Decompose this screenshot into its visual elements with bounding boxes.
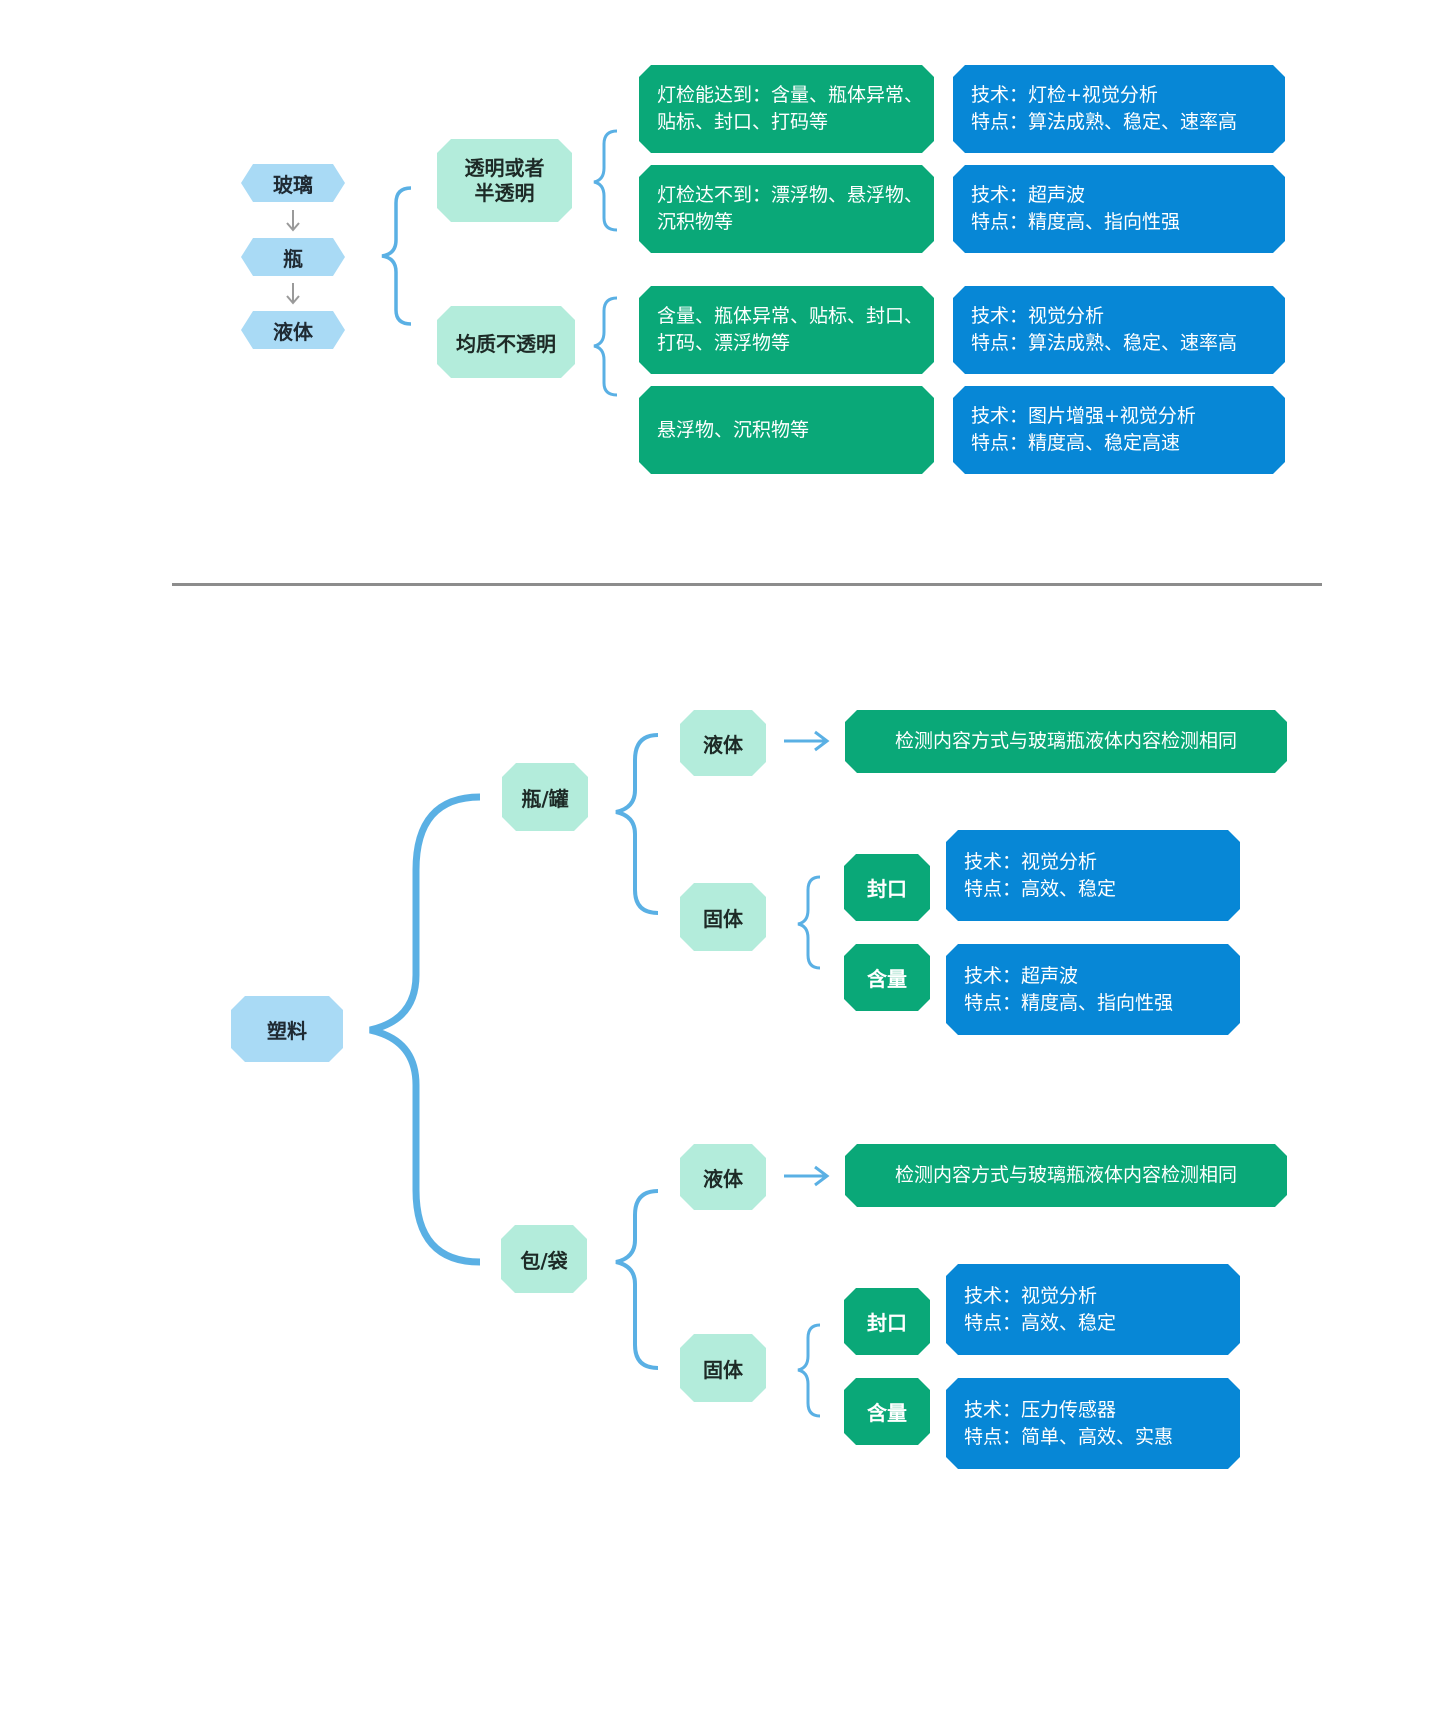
node-bottle-liquid: 液体 — [680, 710, 766, 776]
tech-box-bag-seal: 技术：视觉分析 特点：高效、稳定 — [946, 1264, 1240, 1355]
note-text: 检测内容方式与玻璃瓶液体内容检测相同 — [894, 730, 1237, 752]
tech-box-transparent-2: 技术：超声波 特点：精度高、指向性强 — [953, 165, 1285, 253]
node-bottle-solid: 固体 — [680, 883, 766, 951]
tech-line: 技术：视觉分析 — [964, 850, 1098, 873]
tech-line: 技术：视觉分析 — [971, 305, 1105, 327]
chain-node-bottle: 瓶 — [241, 238, 345, 276]
node-bag-seal: 封口 — [844, 1288, 930, 1355]
node-bottle: 瓶/罐 — [502, 763, 588, 831]
node-opaque: 均质不透明 — [437, 306, 575, 378]
node-transparent-line-2: 半透明 — [474, 180, 535, 205]
tech-line: 特点：高效、稳定 — [964, 1311, 1117, 1334]
bracket-glass-transparent — [593, 129, 618, 232]
bracket-bottle-solid — [797, 875, 821, 970]
section-divider — [172, 583, 1322, 586]
node-bottle-seal: 封口 — [844, 854, 930, 921]
tech-line: 特点：算法成熟、稳定、速率高 — [971, 332, 1238, 354]
node-bag-solid: 固体 — [680, 1334, 766, 1402]
scope-box-transparent-2: 灯检达不到：漂浮物、悬浮物、 沉积物等 — [639, 165, 934, 253]
tech-line: 特点：算法成熟、稳定、速率高 — [971, 111, 1238, 133]
tech-line: 技术：灯检+视觉分析 — [971, 84, 1158, 106]
arrow-bag-liquid — [784, 1165, 830, 1187]
scope-line: 灯检达不到：漂浮物、悬浮物、 — [657, 184, 924, 206]
scope-line: 打码、漂浮物等 — [657, 332, 791, 354]
tech-line: 技术：压力传感器 — [964, 1398, 1117, 1421]
bracket-bottle — [615, 733, 659, 915]
arrow-bottle-liquid — [784, 730, 830, 752]
tech-box-transparent-1: 技术：灯检+视觉分析 特点：算法成熟、稳定、速率高 — [953, 65, 1285, 153]
scope-line: 贴标、封口、打码等 — [657, 111, 829, 133]
tech-box-opaque-1: 技术：视觉分析 特点：算法成熟、稳定、速率高 — [953, 286, 1285, 374]
scope-box-opaque-1: 含量、瓶体异常、贴标、封口、 打码、漂浮物等 — [639, 286, 934, 374]
tech-line: 技术：超声波 — [971, 184, 1086, 206]
scope-line: 灯检能达到：含量、瓶体异常、 — [657, 84, 924, 106]
node-bag: 包/袋 — [501, 1225, 587, 1293]
node-bottle-content: 含量 — [844, 944, 930, 1011]
note-bag-liquid: 检测内容方式与玻璃瓶液体内容检测相同 — [845, 1144, 1287, 1207]
node-bag-content: 含量 — [844, 1378, 930, 1445]
node-transparent-line-1: 透明或者 — [464, 155, 545, 180]
bracket-glass-main — [381, 186, 412, 326]
tech-box-bottle-content: 技术：超声波 特点：精度高、指向性强 — [946, 944, 1240, 1035]
tech-line: 技术：视觉分析 — [964, 1284, 1098, 1307]
node-bag-liquid: 液体 — [680, 1144, 766, 1210]
scope-line: 悬浮物、沉积物等 — [657, 418, 810, 441]
tech-box-bottle-seal: 技术：视觉分析 特点：高效、稳定 — [946, 830, 1240, 921]
scope-box-opaque-2: 悬浮物、沉积物等 — [639, 386, 934, 474]
tech-line: 特点：精度高、稳定高速 — [971, 432, 1181, 454]
scope-line: 含量、瓶体异常、贴标、封口、 — [657, 305, 924, 327]
tech-line: 特点：简单、高效、实惠 — [964, 1425, 1174, 1448]
tech-box-bag-content: 技术：压力传感器 特点：简单、高效、实惠 — [946, 1378, 1240, 1469]
bracket-plastic-main — [369, 793, 481, 1266]
chain-node-glass: 玻璃 — [241, 164, 345, 202]
bracket-bag — [615, 1189, 659, 1370]
node-transparent: 透明或者 半透明 — [437, 139, 572, 222]
tech-line: 特点：精度高、指向性强 — [971, 211, 1181, 233]
node-plastic-root: 塑料 — [231, 996, 343, 1062]
note-bottle-liquid: 检测内容方式与玻璃瓶液体内容检测相同 — [845, 710, 1287, 773]
tech-line: 特点：精度高、指向性强 — [964, 991, 1174, 1014]
note-text: 检测内容方式与玻璃瓶液体内容检测相同 — [894, 1164, 1237, 1186]
chain-node-liquid: 液体 — [241, 311, 345, 349]
scope-line: 沉积物等 — [657, 211, 734, 233]
tech-line: 技术：图片增强+视觉分析 — [971, 405, 1196, 427]
chain-arrow-2 — [286, 283, 300, 305]
bracket-bag-solid — [797, 1323, 821, 1418]
scope-box-transparent-1: 灯检能达到：含量、瓶体异常、 贴标、封口、打码等 — [639, 65, 934, 153]
chain-arrow-1 — [286, 210, 300, 232]
tech-line: 特点：高效、稳定 — [964, 877, 1117, 900]
tech-line: 技术：超声波 — [964, 964, 1079, 987]
tech-box-opaque-2: 技术：图片增强+视觉分析 特点：精度高、稳定高速 — [953, 386, 1285, 474]
bracket-glass-opaque — [593, 296, 618, 397]
